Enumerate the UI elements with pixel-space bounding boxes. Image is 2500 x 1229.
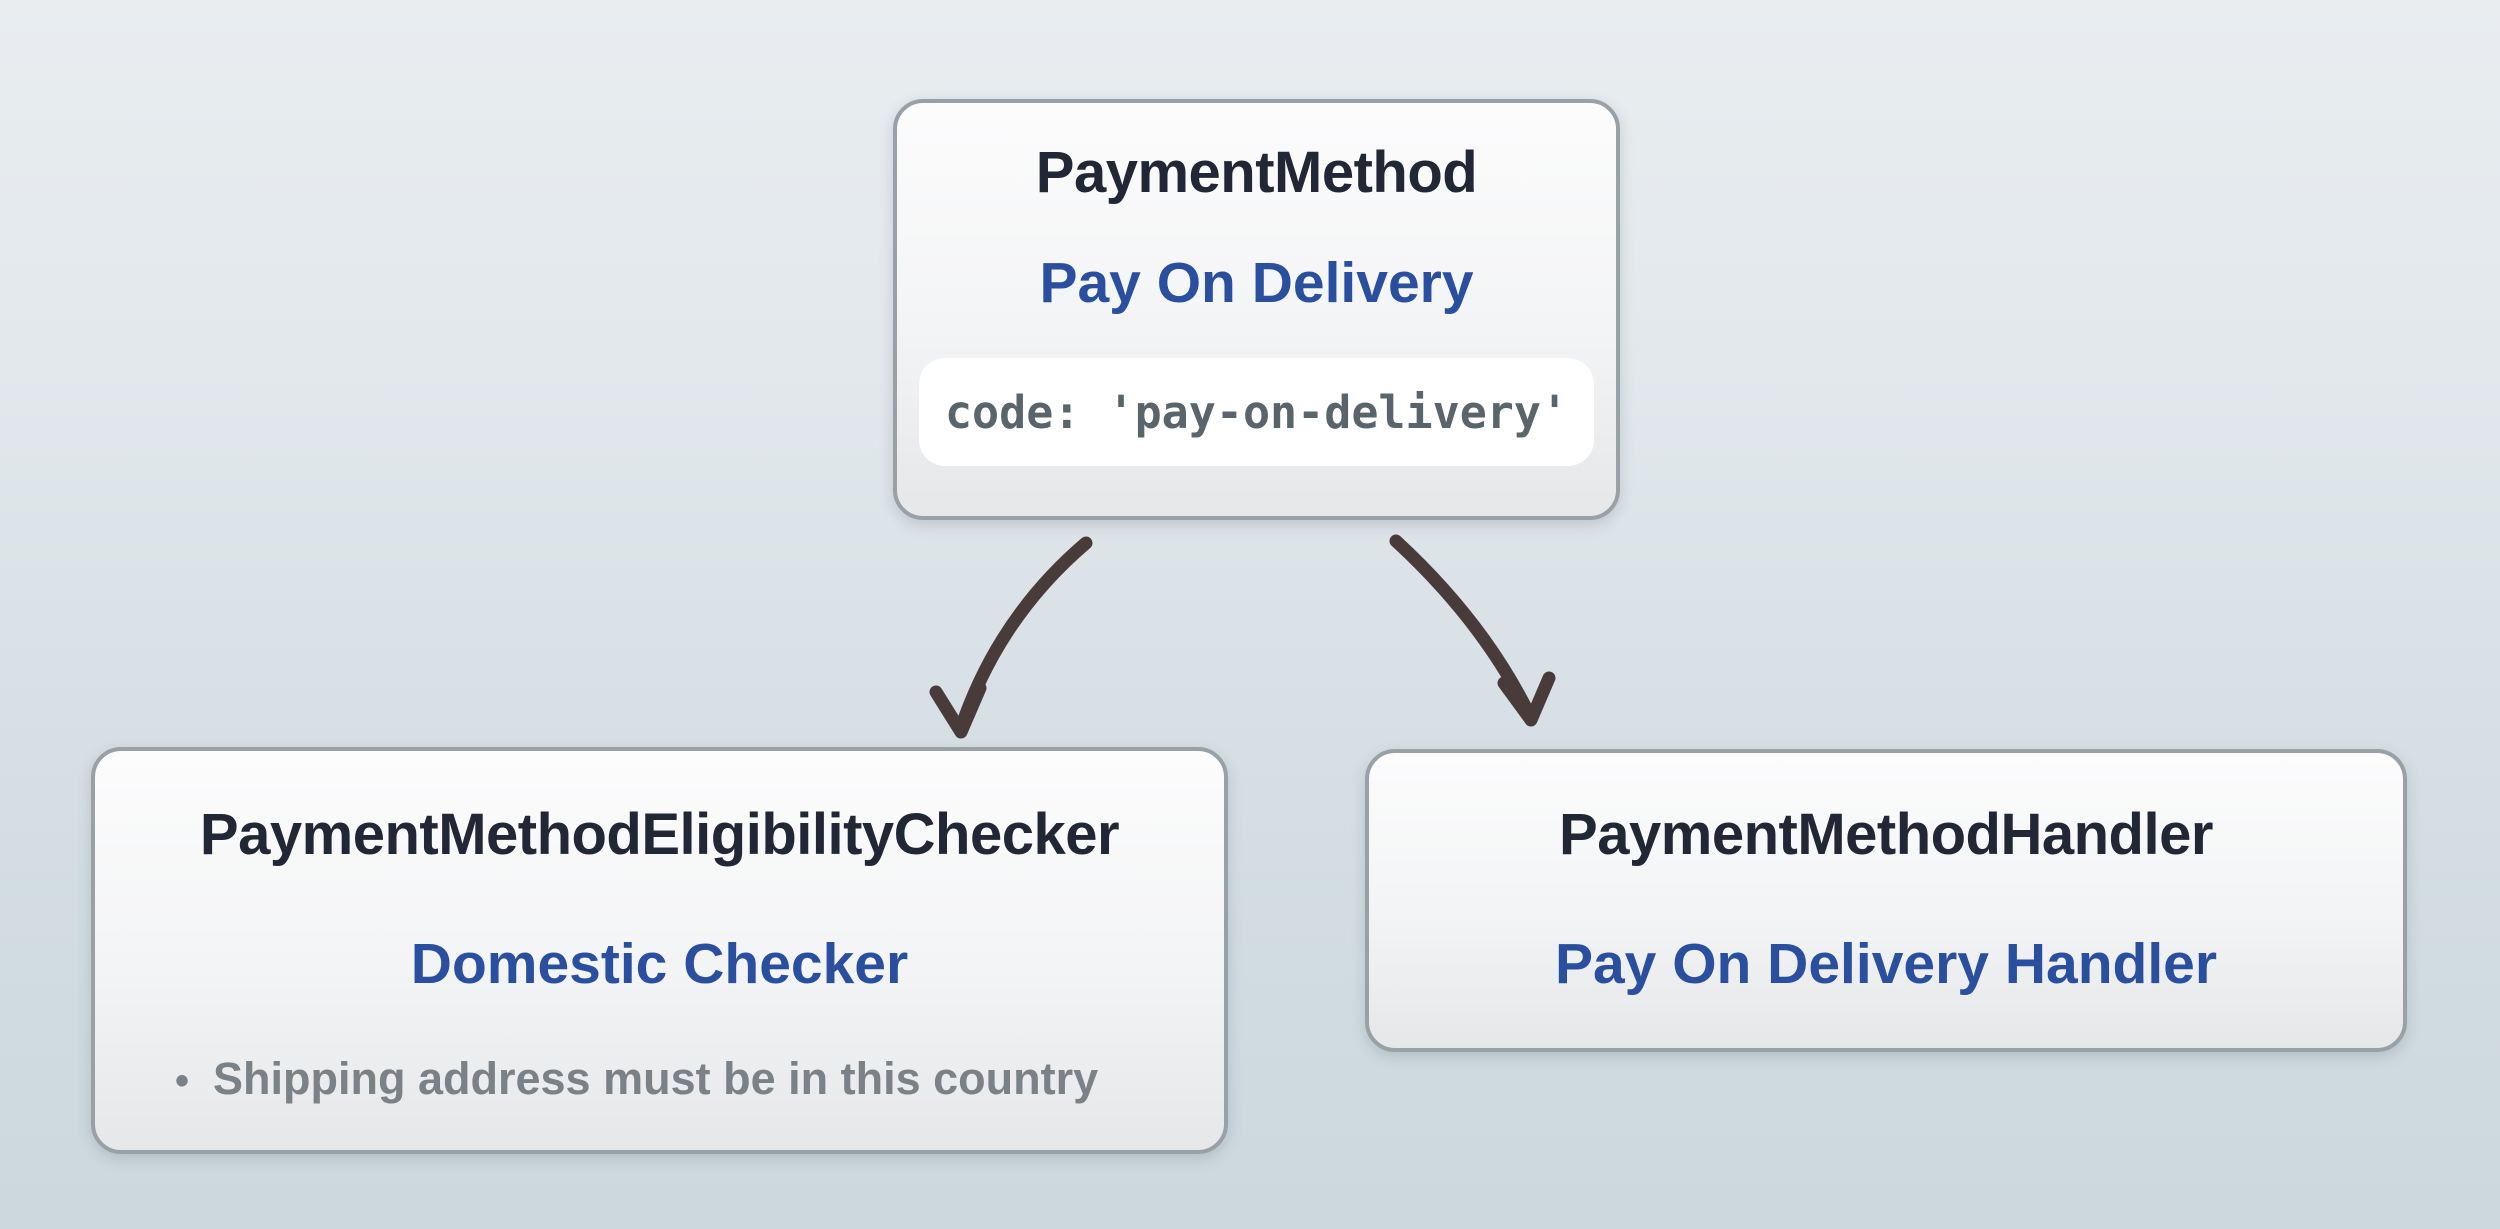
- node-handler: PaymentMethodHandler Pay On Delivery Han…: [1365, 749, 2407, 1052]
- node-subtitle: Domestic Checker: [410, 931, 909, 996]
- code-badge: code: 'pay-on-delivery': [919, 358, 1594, 466]
- arrow-to-eligibility-checker: [929, 536, 1093, 739]
- node-subtitle: Pay On Delivery Handler: [1554, 931, 2218, 996]
- bullet-icon: •: [175, 1059, 190, 1104]
- arrowhead-icon: [929, 681, 987, 739]
- node-title: PaymentMethodHandler: [1559, 802, 2213, 867]
- arrow-shaft: [954, 536, 1093, 735]
- node-subtitle: Pay On Delivery: [1039, 250, 1474, 315]
- node-eligibility-checker: PaymentMethodEligibilityChecker Domestic…: [91, 747, 1228, 1154]
- code-text: code: 'pay-on-delivery': [944, 385, 1569, 439]
- arrowhead-icon: [1497, 671, 1556, 727]
- node-title: PaymentMethod: [1035, 140, 1478, 205]
- node-title: PaymentMethodEligibilityChecker: [199, 802, 1120, 867]
- rule-list-item: • Shipping address must be in this count…: [131, 1053, 1188, 1105]
- arrow-shaft: [1389, 534, 1537, 723]
- rule-text: Shipping address must be in this country: [213, 1053, 1099, 1105]
- arrow-to-handler: [1389, 534, 1556, 727]
- node-payment-method: PaymentMethod Pay On Delivery code: 'pay…: [893, 99, 1620, 520]
